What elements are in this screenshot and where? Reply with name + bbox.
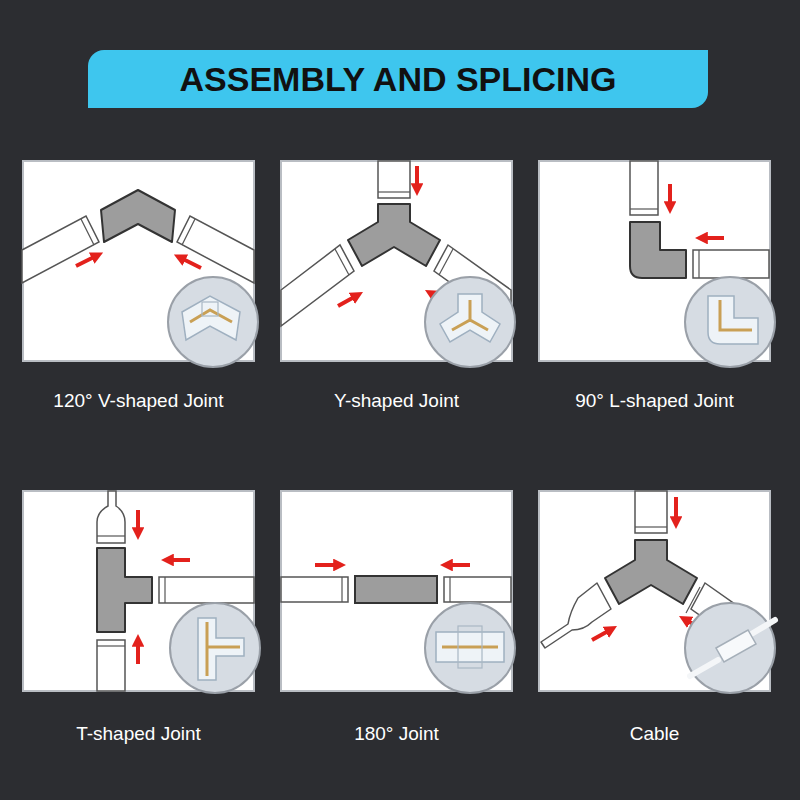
joint-panel: Y-shaped Joint bbox=[280, 160, 513, 362]
red-arrow bbox=[686, 620, 704, 630]
strip-end bbox=[97, 645, 125, 646]
led-strip bbox=[97, 640, 125, 691]
red-arrow bbox=[136, 642, 140, 664]
strip-end bbox=[630, 208, 658, 209]
strip-end bbox=[439, 249, 453, 275]
red-arrow bbox=[415, 166, 419, 188]
red-arrow bbox=[136, 510, 140, 532]
cable-plug bbox=[97, 491, 125, 543]
led-strip bbox=[635, 491, 667, 533]
red-arrow bbox=[668, 184, 672, 206]
strip-end bbox=[698, 250, 699, 278]
red-arrow bbox=[181, 258, 201, 268]
joint-panel: 180° Joint bbox=[280, 490, 513, 692]
led-strip bbox=[22, 216, 99, 283]
strip-end bbox=[378, 191, 410, 192]
gold-contact bbox=[720, 300, 752, 330]
photo-inset bbox=[425, 603, 515, 693]
white-cable bbox=[748, 620, 775, 636]
led-strip bbox=[630, 161, 658, 215]
led-strip bbox=[434, 245, 511, 326]
red-arrow bbox=[703, 236, 724, 240]
red-arrow bbox=[315, 563, 338, 567]
led-strip bbox=[693, 250, 769, 278]
photo-inset bbox=[168, 277, 258, 367]
red-arrow bbox=[76, 256, 96, 266]
red-arrow bbox=[338, 296, 356, 306]
clear-connector bbox=[440, 294, 500, 342]
y-connector bbox=[605, 540, 697, 604]
clear-connector bbox=[436, 632, 504, 662]
led-strip bbox=[281, 245, 354, 326]
strip-end bbox=[635, 526, 667, 527]
photo-inset bbox=[170, 603, 260, 693]
strip-end bbox=[97, 535, 125, 536]
joint-caption: Y-shaped Joint bbox=[242, 390, 551, 412]
t-connector bbox=[97, 548, 152, 632]
led-strip bbox=[444, 577, 511, 602]
strip-end bbox=[182, 219, 195, 245]
photo-inset bbox=[685, 277, 775, 367]
white-cable bbox=[690, 660, 718, 676]
clear-connector bbox=[182, 296, 240, 340]
gold-contact bbox=[452, 300, 488, 330]
led-strip bbox=[378, 161, 410, 198]
red-arrow bbox=[674, 497, 678, 521]
l-connector bbox=[630, 222, 686, 278]
photo-inset bbox=[685, 603, 775, 693]
joint-caption: 180° Joint bbox=[242, 723, 551, 745]
gold-contact bbox=[442, 646, 498, 649]
led-strip bbox=[281, 577, 348, 602]
red-arrow bbox=[432, 294, 450, 304]
strip-end bbox=[164, 577, 165, 603]
joint-caption: T-shaped Joint bbox=[0, 723, 293, 745]
strip-end bbox=[341, 577, 342, 602]
photo-inset bbox=[425, 277, 515, 367]
cable-connector bbox=[716, 630, 756, 662]
red-arrow bbox=[169, 558, 190, 562]
joint-caption: 90° L-shaped Joint bbox=[500, 390, 800, 412]
red-arrow bbox=[592, 630, 610, 640]
strip-end bbox=[335, 249, 349, 275]
title-banner: ASSEMBLY AND SPLICING bbox=[88, 50, 708, 108]
clear-connector bbox=[198, 618, 244, 680]
straight-connector bbox=[355, 576, 437, 603]
clip bbox=[202, 302, 218, 316]
cable-plug bbox=[541, 583, 611, 648]
led-strip bbox=[691, 583, 769, 664]
gold-contact bbox=[190, 310, 232, 322]
v-connector bbox=[101, 190, 175, 242]
led-strip bbox=[159, 577, 254, 603]
strip-end bbox=[449, 577, 450, 602]
y-connector bbox=[348, 204, 440, 266]
red-arrow bbox=[448, 563, 470, 567]
clear-connector bbox=[708, 296, 758, 344]
joint-panel: 120° V-shaped Joint bbox=[22, 160, 255, 362]
strip-end bbox=[686, 587, 700, 613]
joint-panel: T-shaped Joint bbox=[22, 490, 255, 692]
title: ASSEMBLY AND SPLICING bbox=[179, 60, 616, 99]
joint-caption: Cable bbox=[500, 723, 800, 745]
joint-caption: 120° V-shaped Joint bbox=[0, 390, 293, 412]
joint-panel: Cable bbox=[538, 490, 771, 692]
joint-panel: 90° L-shaped Joint bbox=[538, 160, 771, 362]
gold-contact bbox=[207, 622, 240, 676]
led-strip bbox=[177, 216, 254, 283]
clip bbox=[458, 626, 482, 668]
strip-end bbox=[81, 219, 94, 245]
